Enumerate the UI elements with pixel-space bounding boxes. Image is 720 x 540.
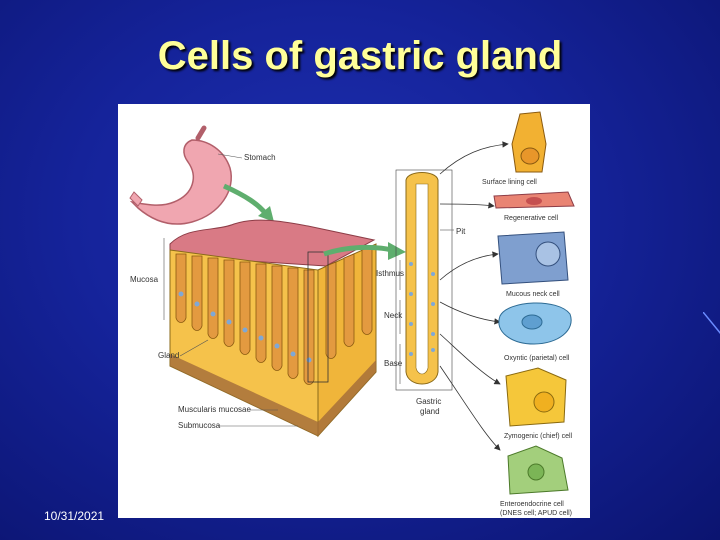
green-arrow-1	[224, 186, 266, 214]
label-pit: Pit	[456, 227, 466, 236]
cell-enteroendocrine: Enteroendocrine cell (DNES cell; APUD ce…	[500, 446, 572, 517]
gastric-gland-illustration: Stomach Mucosa Gland Muscularis mucosae	[118, 104, 590, 518]
cell-label-regenerative: Regenerative cell	[504, 215, 559, 222]
cell-oxyntic: Oxyntic (parietal) cell	[499, 303, 571, 362]
stomach-shape	[132, 140, 231, 224]
cell-label-surface-lining: Surface lining cell	[482, 179, 537, 186]
label-muscularis: Muscularis mucosae	[178, 405, 251, 414]
cell-label-oxyntic: Oxyntic (parietal) cell	[504, 355, 570, 362]
label-mucosa: Mucosa	[130, 275, 159, 284]
label-stomach: Stomach	[244, 153, 276, 162]
cell-label-mucous-neck: Mucous neck cell	[506, 291, 560, 298]
label-gland: Gland	[158, 351, 179, 360]
label-neck: Neck	[384, 311, 403, 320]
cell-label-enteroendocrine: Enteroendocrine cell	[500, 501, 564, 508]
gastric-gland-tube	[396, 170, 452, 390]
decorative-line	[703, 312, 720, 336]
cell-label-enteroendocrine-2: (DNES cell; APUD cell)	[500, 510, 572, 517]
cell-regenerative: Regenerative cell	[494, 192, 574, 222]
slide-title: Cells of gastric gland	[0, 34, 720, 79]
cell-label-zymogenic: Zymogenic (chief) cell	[504, 433, 573, 440]
cell-mucous-neck: Mucous neck cell	[498, 232, 568, 298]
gastric-gland-figure: Stomach Mucosa Gland Muscularis mucosae	[118, 104, 590, 518]
slide-date: 10/31/2021	[44, 509, 104, 523]
cell-zymogenic: Zymogenic (chief) cell	[504, 368, 573, 440]
label-gland-word: gland	[420, 407, 440, 416]
label-submucosa: Submucosa	[178, 421, 221, 430]
label-gastric: Gastric	[416, 397, 441, 406]
cell-surface-lining: Surface lining cell	[482, 112, 546, 186]
